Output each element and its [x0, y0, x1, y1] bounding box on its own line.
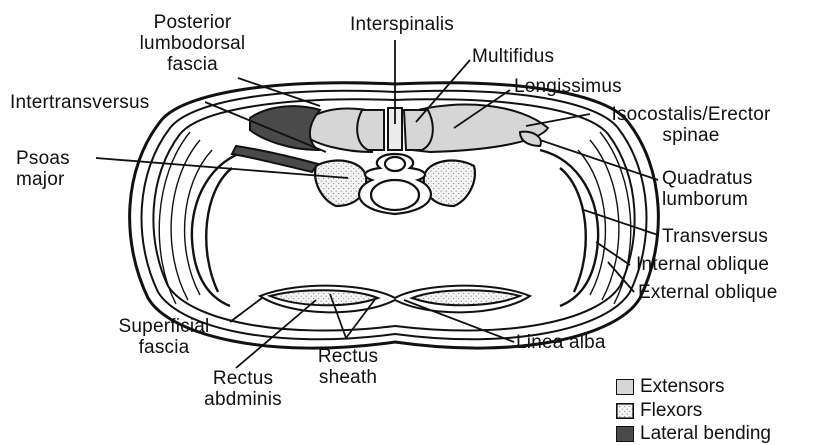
- label-line: lumbodorsal: [125, 33, 260, 54]
- label-interspinalis: Interspinalis: [350, 14, 454, 35]
- label-transversus: Transversus: [662, 226, 768, 247]
- leader-internal-oblique: [596, 242, 630, 265]
- label-external-oblique: External oblique: [638, 282, 777, 303]
- flexor-swatch: [616, 403, 634, 419]
- legend-item-flexors: Flexors: [616, 401, 702, 421]
- label-line: Psoas: [16, 148, 70, 169]
- label-line: major: [16, 169, 70, 190]
- label-line: Rectus: [188, 368, 298, 389]
- legend-label: Lateral bending: [640, 423, 771, 445]
- label-line: fascia: [102, 337, 226, 358]
- label-longissimus: Longissimus: [514, 76, 622, 97]
- label-isocostalis-erector-spinae: Isocostalis/Erector spinae: [582, 104, 800, 146]
- label-line: Quadratus: [662, 168, 753, 189]
- label-line: sheath: [300, 367, 396, 388]
- lateral-bending-swatch: [616, 426, 634, 442]
- label-line: Posterior: [125, 12, 260, 33]
- inner-wall-left: [206, 168, 232, 292]
- label-line: Rectus: [300, 346, 396, 367]
- rectus-abdominis-left: [270, 290, 378, 305]
- label-line: Isocostalis/Erector: [582, 104, 800, 125]
- legend-label: Extensors: [640, 376, 724, 398]
- label-rectus-abdominis: Rectus abdminis: [188, 368, 298, 410]
- label-intertransversus: Intertransversus: [10, 92, 149, 113]
- label-quadratus-lumborum: Quadratus lumborum: [662, 168, 753, 210]
- legend-item-extensors: Extensors: [616, 377, 724, 397]
- label-line: abdminis: [188, 389, 298, 410]
- label-internal-oblique: Internal oblique: [636, 254, 769, 275]
- lateral-wall-lines-left: [159, 132, 212, 304]
- multifidus-right: [404, 110, 433, 150]
- quadratus-lumborum-left: [250, 106, 320, 150]
- vertebra: [315, 154, 475, 214]
- rectus-region: [260, 286, 530, 313]
- psoas-major-left: [315, 161, 366, 206]
- label-line: lumborum: [662, 189, 753, 210]
- label-line: Superficial: [102, 316, 226, 337]
- transversus-outline-left: [192, 150, 250, 306]
- rectus-abdominis-right: [412, 290, 520, 305]
- label-posterior-lumbodorsal-fascia: Posterior lumbodorsal fascia: [125, 12, 260, 75]
- label-rectus-sheath: Rectus sheath: [300, 346, 396, 388]
- label-multifidus: Multifidus: [472, 46, 554, 67]
- inner-wall-right: [560, 168, 586, 292]
- legend-label: Flexors: [640, 400, 702, 422]
- leader-quadratus: [540, 140, 658, 180]
- label-superficial-fascia: Superficial fascia: [102, 316, 226, 358]
- transversus-outline: [540, 150, 598, 306]
- multifidus-left: [357, 110, 384, 150]
- label-line: spinae: [582, 125, 800, 146]
- label-linea-alba: Linea alba: [516, 332, 606, 353]
- leader-superficial-fascia: [230, 298, 262, 322]
- leader-linea-alba: [404, 300, 514, 342]
- label-psoas-major: Psoas major: [16, 148, 70, 190]
- spinal-canal: [385, 157, 405, 171]
- psoas-major-right: [424, 161, 475, 206]
- extensor-swatch: [616, 379, 634, 395]
- label-line: fascia: [125, 54, 260, 75]
- legend-item-lateral-bending: Lateral bending: [616, 424, 771, 444]
- vertebral-centrum: [371, 180, 419, 210]
